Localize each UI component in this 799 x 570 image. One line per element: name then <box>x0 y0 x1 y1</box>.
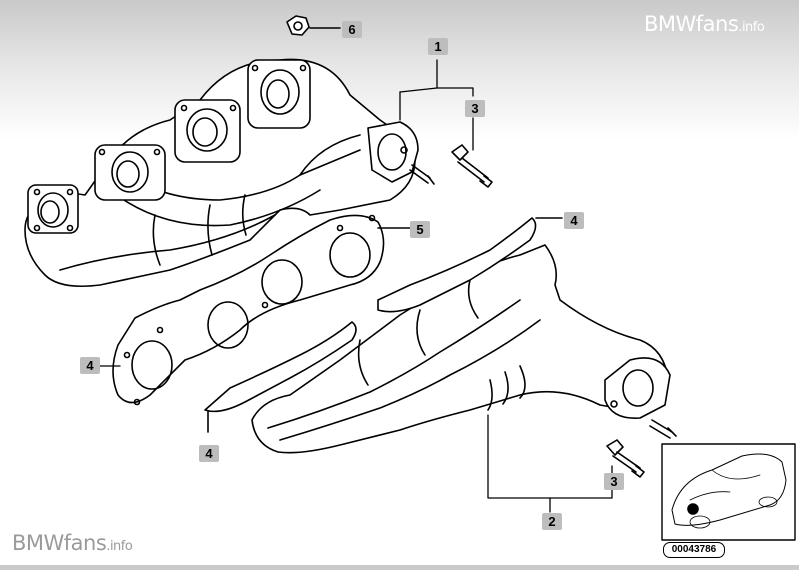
bolt-bottom <box>606 439 645 478</box>
nut <box>286 15 341 36</box>
gasket-middle <box>112 214 411 406</box>
callout-part-3-bottom[interactable]: 3 <box>604 473 624 490</box>
callout-part-5[interactable]: 5 <box>410 221 430 238</box>
leader-lines <box>99 59 613 513</box>
callout-part-4-left[interactable]: 4 <box>80 357 100 374</box>
callout-part-1[interactable]: 1 <box>428 38 448 55</box>
callout-part-4-bottom[interactable]: 4 <box>199 445 219 462</box>
watermark-bottom: BMWfans.info <box>12 531 133 555</box>
gasket-right <box>377 217 563 313</box>
callout-part-3-top[interactable]: 3 <box>465 100 485 117</box>
vehicle-thumbnail <box>661 443 796 541</box>
upper-exhaust-manifold <box>24 58 435 288</box>
watermark-brand: BMWfans <box>12 531 107 555</box>
callout-part-2[interactable]: 2 <box>542 513 562 530</box>
lower-exhaust-manifold <box>251 244 677 454</box>
watermark-suffix: .info <box>106 539 133 554</box>
diagram-id-label: 00043786 <box>663 542 725 558</box>
gasket-bottom <box>204 321 357 433</box>
callout-part-6[interactable]: 6 <box>342 21 362 38</box>
callout-part-4-right[interactable]: 4 <box>564 212 584 229</box>
bolt-top <box>451 144 493 188</box>
watermark-brand: BMWfans <box>644 12 739 36</box>
watermark-top: BMWfans.info <box>644 12 765 36</box>
watermark-suffix: .info <box>738 20 765 35</box>
